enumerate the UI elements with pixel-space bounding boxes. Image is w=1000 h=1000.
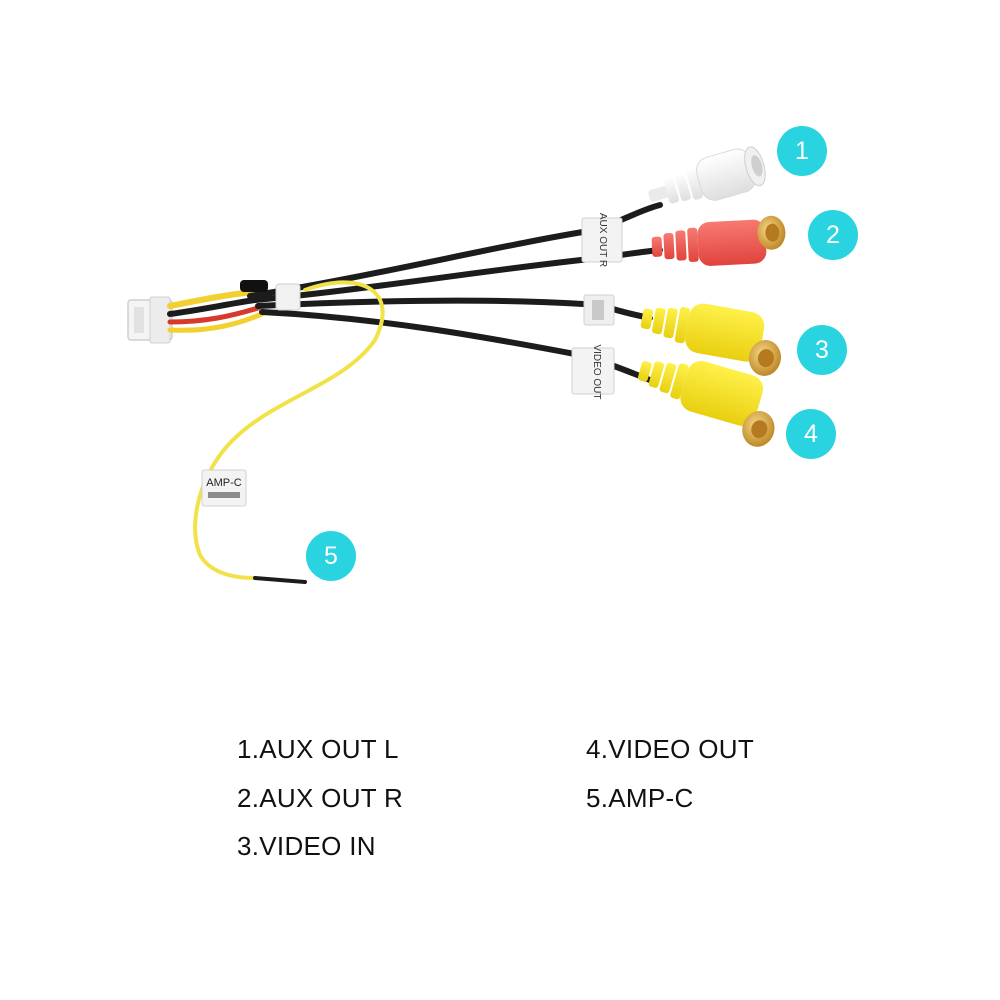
badge-5: 5 — [306, 531, 356, 581]
cable-clip — [275, 283, 301, 311]
heat-shrink — [240, 280, 268, 292]
cable-tag-video-text: VIDEO OUT — [591, 344, 602, 399]
yellow-amp-wire — [193, 280, 385, 584]
cable-tag-amp-text: AMP-C — [206, 477, 242, 489]
cable-tag-aux-text: AUX OUT R — [597, 213, 608, 267]
legend-item-4: 4.VIDEO OUT — [586, 734, 754, 764]
rca-plug-yellow-video-in — [640, 303, 781, 376]
badge-2: 2 — [808, 210, 858, 260]
rca-cable-product-photo: AUX OUT R VIDEO OUT AMP-C — [127, 146, 786, 584]
cable-tag-aux: AUX OUT R — [581, 213, 623, 267]
connector-wires — [167, 289, 265, 333]
black-cables — [247, 202, 663, 383]
legend-item-3: 3.VIDEO IN — [237, 831, 376, 861]
cable-tag-video: VIDEO OUT — [571, 344, 615, 400]
harness-connector — [127, 296, 173, 344]
badge-1: 1 — [777, 126, 827, 176]
rca-plug-red — [651, 215, 786, 266]
badge-4: 4 — [786, 409, 836, 459]
legend-item-2: 2.AUX OUT R — [237, 783, 404, 813]
rca-plug-white — [648, 146, 766, 204]
legend-item-1: 1.AUX OUT L — [237, 734, 399, 764]
badge-3: 3 — [797, 325, 847, 375]
cable-tag-amp: AMP-C — [201, 469, 247, 507]
cable-tag-video-in — [583, 294, 615, 326]
rca-plug-yellow-video-out — [637, 361, 775, 447]
legend-item-5: 5.AMP-C — [586, 783, 694, 813]
